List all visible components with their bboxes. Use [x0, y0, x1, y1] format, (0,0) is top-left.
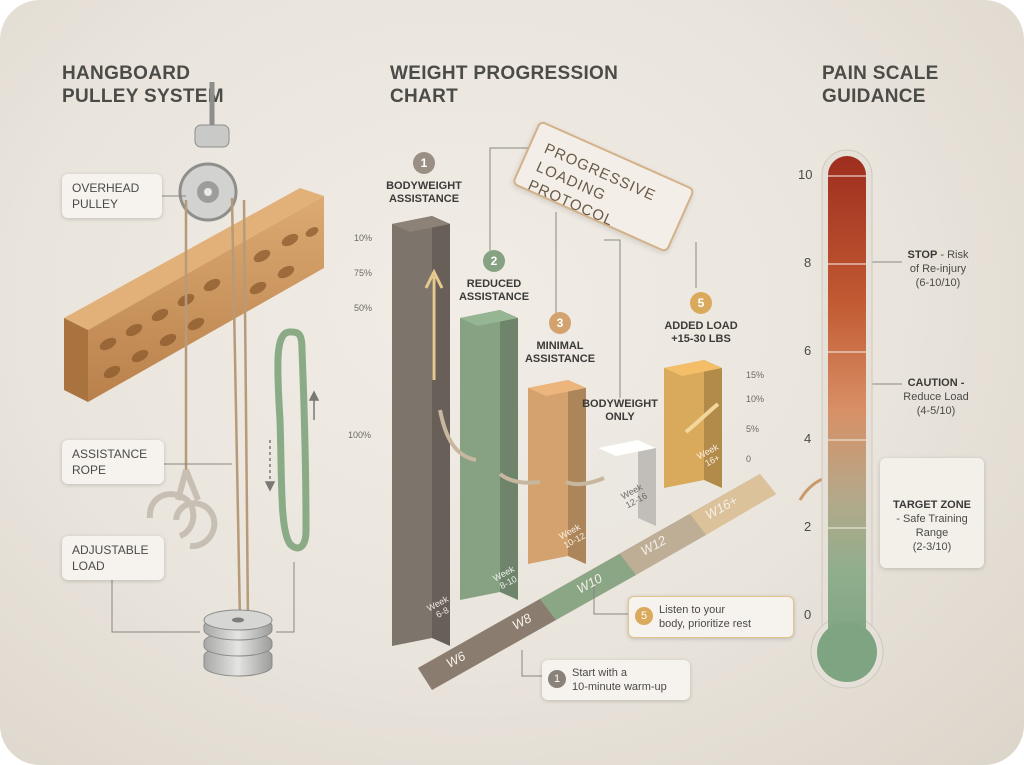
progression-bar-4: [598, 440, 656, 526]
hand-straps: [146, 468, 218, 550]
progression-arrow: [565, 476, 605, 487]
progression-bar-1: [392, 216, 450, 646]
timeline-strip: [418, 474, 776, 690]
stop-zone-label: STOP - Risk of Re-injury(6-10/10): [907, 249, 969, 289]
pain-thermometer: [810, 149, 884, 689]
left-tick: 100%: [348, 430, 372, 440]
stage-5-badge: 5: [690, 292, 712, 314]
weight-plates: [203, 609, 273, 677]
pain-scale-8: 8: [804, 255, 812, 270]
stage-2-badge: 2: [483, 250, 505, 272]
protocol-lines: [489, 147, 697, 398]
left-tick: 75%: [354, 268, 373, 278]
progression-bars: [392, 216, 722, 646]
pain-scale-6: 6: [804, 343, 812, 358]
stage-5-label: 5 ADDED LOAD+15-30 LBS: [656, 292, 746, 346]
stage-3-badge: 3: [549, 312, 571, 334]
resistance-band: [274, 328, 310, 552]
right-tick: 10%: [746, 394, 765, 404]
rest-note-badge: 5: [635, 607, 653, 625]
band-arrows: [264, 390, 320, 492]
pulley-callout-lines: [111, 195, 295, 633]
progression-arrows: [424, 268, 720, 487]
right-tick: 0: [746, 454, 752, 464]
upward-arrow-icon: [424, 268, 444, 380]
progression-arrow: [498, 472, 541, 485]
note-lines: [521, 580, 630, 677]
pain-scale-0: 0: [804, 607, 812, 622]
right-tick: 5%: [746, 424, 760, 434]
pain-scale-10: 10: [798, 167, 813, 182]
progression-arrow: [438, 409, 477, 462]
warmup-note-badge: 1: [548, 670, 566, 688]
progression-arrow: [684, 402, 720, 434]
pain-scale-2: 2: [804, 519, 812, 534]
progression-bar-3: [528, 380, 586, 564]
left-tick: 10%: [354, 233, 373, 243]
overhead-pulley: [178, 82, 238, 222]
progression-bar-2: [460, 310, 518, 600]
assistance-rope: [184, 197, 250, 623]
target-zone-card: [880, 458, 984, 568]
stage-1-badge: 1: [413, 152, 435, 174]
hangboard: [64, 188, 324, 402]
caution-zone-label: CAUTION - Reduce Load(4-5/10): [903, 377, 969, 417]
progression-bar-5: [664, 360, 722, 488]
left-tick: 50%: [354, 303, 373, 313]
pain-scale-4: 4: [804, 431, 812, 446]
right-tick: 15%: [746, 370, 765, 380]
